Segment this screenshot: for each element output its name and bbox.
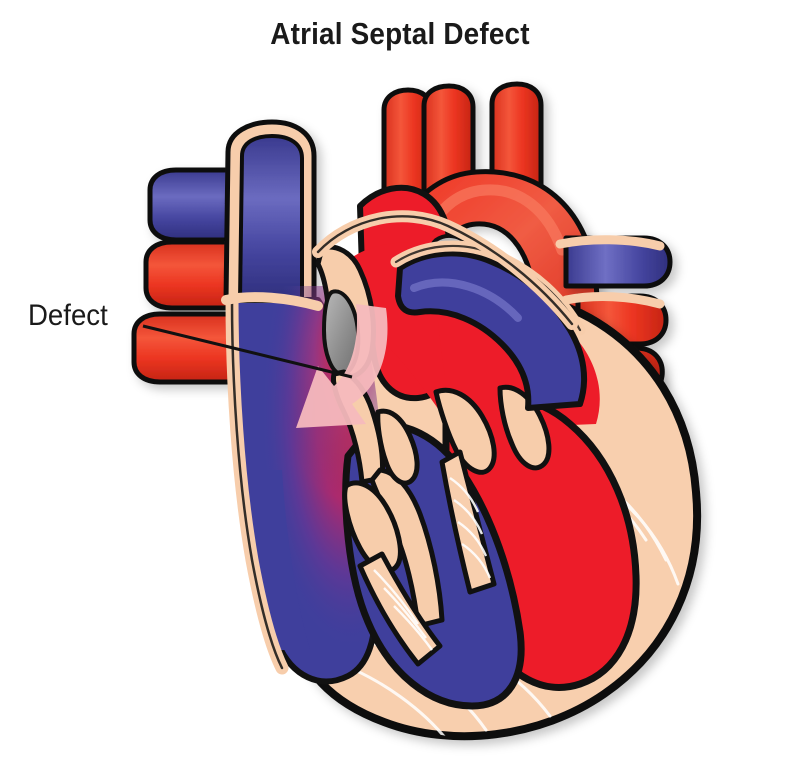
right-pa-wall <box>555 235 665 251</box>
defect-callout <box>142 324 353 379</box>
mitral-chordae <box>439 449 497 595</box>
callout-leader-line <box>142 324 353 379</box>
superior-vena-cava <box>223 119 317 303</box>
defect-callout-label: Defect <box>28 299 108 332</box>
tricuspid-chordae-striations <box>373 569 433 651</box>
vessel-wall-outlines <box>221 210 665 330</box>
mitral-valve-anterior-leaflet <box>433 387 497 475</box>
left-to-right-shunt-arrow <box>296 304 388 428</box>
right-pv-wall <box>561 292 665 309</box>
tricuspid-valve-anterior-leaflet <box>375 408 420 486</box>
page-title: Atrial Septal Defect <box>270 16 530 51</box>
svc-lumen <box>237 133 304 302</box>
svc-ra-junction-wall <box>221 292 323 311</box>
pulmonary-trunk-highlight <box>410 278 522 322</box>
right-pulmonary-artery <box>563 235 673 289</box>
shunt-arrow-body <box>296 304 388 428</box>
inferior-vena-cava <box>240 470 310 650</box>
tricuspid-valve-septal-leaflet <box>342 480 403 574</box>
tricuspid-chordae <box>357 551 443 667</box>
chordae-striations <box>449 477 492 579</box>
heart-valves <box>342 233 552 667</box>
left-atrium-roof-wall-outline <box>316 215 574 326</box>
ivc-wall-left-outline <box>230 298 284 670</box>
